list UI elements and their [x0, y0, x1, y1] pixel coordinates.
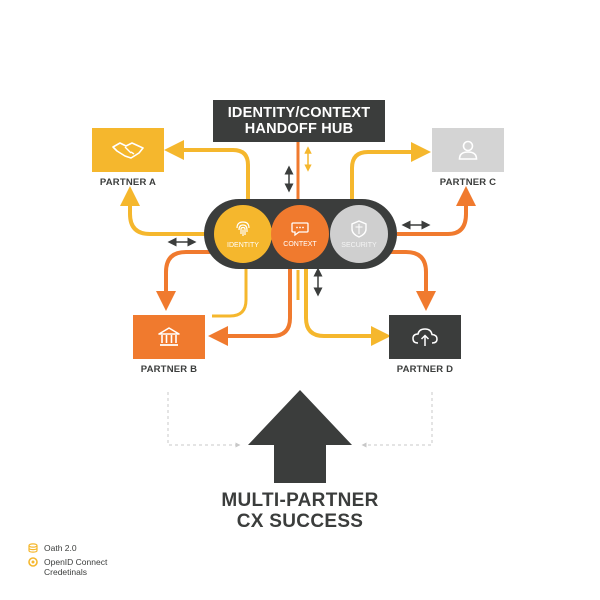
fingerprint-icon	[236, 221, 250, 236]
dashed-connector-left	[167, 392, 241, 448]
shield-icon	[351, 220, 367, 238]
identity-node-label: IDENTITY	[227, 242, 259, 249]
flow-to-partner-c	[350, 142, 431, 200]
context-node[interactable]: CONTEXT	[271, 205, 329, 263]
partner-a-label: PARTNER A	[99, 177, 157, 188]
outcome-line1: MULTI-PARTNER	[221, 490, 379, 511]
hub-title-line1: IDENTITY/CONTEXT	[227, 105, 371, 121]
flow-from-partner-a	[120, 186, 205, 236]
partner-b-box[interactable]	[133, 315, 205, 359]
chat-bubble-icon	[291, 222, 309, 237]
handshake-icon	[112, 142, 144, 159]
partner-d-box[interactable]	[389, 315, 461, 359]
security-node[interactable]: SECURITY	[330, 205, 388, 263]
flow-to-partner-b	[156, 250, 210, 311]
legend: Oath 2.0 OpenID Connect Credetinals	[28, 543, 107, 581]
flow-to-partner-d	[388, 250, 436, 311]
flow-hub-to-d-lower	[304, 268, 391, 346]
user-icon	[458, 140, 478, 160]
partner-c-box[interactable]	[432, 128, 504, 172]
partner-b-label: PARTNER B	[140, 364, 198, 375]
legend-oauth-label: Oath 2.0	[44, 543, 77, 553]
legend-item-oauth: Oath 2.0	[28, 543, 107, 553]
identity-node[interactable]: IDENTITY	[214, 205, 272, 263]
context-node-label: CONTEXT	[283, 241, 317, 248]
flow-to-partner-a	[164, 140, 250, 200]
database-icon	[28, 543, 38, 553]
success-up-arrow	[248, 390, 352, 483]
security-node-label: SECURITY	[341, 242, 377, 249]
cloud-upload-icon	[412, 328, 438, 346]
partner-a-box[interactable]	[92, 128, 164, 172]
flow-from-partner-c	[397, 186, 476, 236]
legend-openid-label-line2: Credetinals	[44, 567, 87, 577]
hub-title-box: IDENTITY/CONTEXT HANDOFF HUB	[213, 100, 385, 142]
outcome-title: MULTI-PARTNER CX SUCCESS	[0, 490, 600, 532]
partner-c-label: PARTNER C	[439, 177, 497, 188]
flow-hub-to-b-yellow	[212, 266, 248, 318]
bank-icon	[158, 327, 180, 346]
dashed-connector-right	[361, 392, 433, 448]
legend-openid-label-line1: OpenID Connect	[44, 557, 108, 567]
outcome-line2: CX SUCCESS	[236, 511, 364, 532]
openid-icon	[28, 557, 38, 567]
hub-title-line2: HANDOFF HUB	[244, 121, 354, 137]
legend-item-openid: OpenID Connect Credetinals	[28, 557, 107, 577]
partner-d-label: PARTNER D	[396, 364, 454, 375]
flow-hub-to-b-lower	[208, 268, 292, 346]
